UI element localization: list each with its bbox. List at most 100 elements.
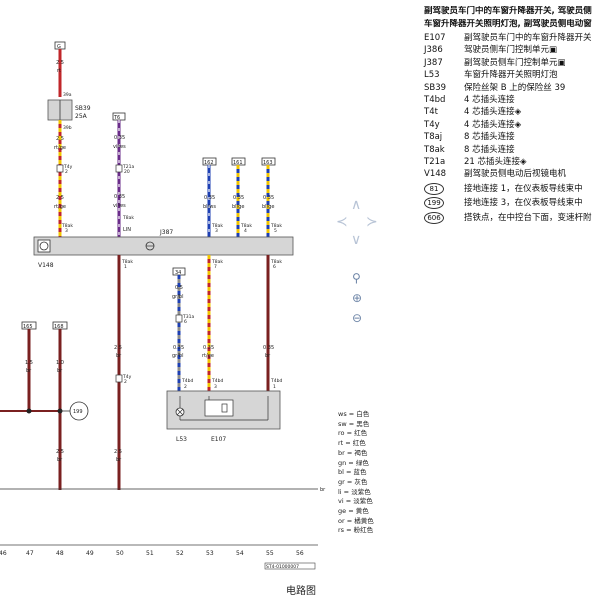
legend-code: SB39 <box>424 82 447 93</box>
ref-34-label: 34 <box>175 270 181 276</box>
ref-161-label: 161 <box>233 160 243 166</box>
conn-t4y-below-label: T4y <box>122 374 132 380</box>
legend-heading-1: 副驾驶员车门中的车窗升降器开关, 驾驶员侧 <box>424 6 592 16</box>
zoom-out-icon[interactable]: ⊖ <box>352 311 363 325</box>
ruler-46: 46 <box>0 550 7 557</box>
conn-t4y-below-pin: 2 <box>124 379 127 385</box>
pan-right-icon[interactable]: ≻ <box>366 214 378 230</box>
pan-up-icon[interactable]: ∧ <box>351 197 362 213</box>
conn-t4y-pin: 2 <box>65 169 68 175</box>
conn-t21a-pin: 20 <box>124 169 130 175</box>
pan-left-icon[interactable]: ≺ <box>336 214 348 230</box>
fuse-pin-in: 39a <box>63 92 72 98</box>
color-item: ws = 白色 <box>338 410 370 418</box>
legend-desc: 车窗升降器开关照明灯泡 <box>464 70 558 81</box>
legend-desc: 21 芯插头连接 <box>464 157 521 168</box>
conn-t21a-symbol <box>115 164 123 173</box>
legend-item[interactable]: J386 驾驶员侧车门控制单元▣ <box>424 44 602 56</box>
color-item: gn = 绿色 <box>338 458 369 467</box>
control-unit-j387 <box>33 236 294 256</box>
v148-label: V148 <box>38 262 54 269</box>
wire-4-color: bl/ge <box>232 204 245 210</box>
fuse-name: SB39 <box>75 105 91 112</box>
wire-12-size: 0.35 <box>203 345 214 351</box>
legend-desc: 副驾驶员车门中的车窗升降器开关 <box>464 33 592 43</box>
zoom-fit-icon[interactable]: ⚲ <box>352 271 361 285</box>
ruler-48: 48 <box>56 550 64 557</box>
switch-e107-resistor <box>221 403 228 413</box>
color-item: li = 淡紫色 <box>338 487 371 496</box>
color-item: rs = 粉红色 <box>338 526 374 535</box>
conn-t4bd-pin-2: 3 <box>214 384 217 390</box>
ruler-53: 53 <box>206 550 214 557</box>
wire-3-color: bl/ws <box>203 204 216 210</box>
conn-t8ak-pin-3: 3 <box>215 228 218 234</box>
conn-t4y-label: T4y <box>63 164 73 170</box>
connector-icon[interactable]: ◈ <box>514 119 522 130</box>
legend-code: T4t <box>424 107 438 118</box>
wire-5-size: 0.35 <box>263 195 274 201</box>
conn-t8ak-below-1: T8ak <box>121 259 133 265</box>
legend-code: L53 <box>424 70 440 81</box>
doc-id: ST4-01000007 <box>266 564 299 570</box>
ref-165-label: 165 <box>23 324 33 330</box>
conn-t4y-below-symbol <box>115 374 123 383</box>
ruler-55: 55 <box>266 550 274 557</box>
legend-item[interactable]: L53 车窗升降器开关照明灯泡 <box>424 69 602 81</box>
conn-t8ak-below-2: T8ak <box>211 259 223 265</box>
conn-t8ak-below-pin-1: 1 <box>124 264 127 270</box>
j387-label: J387 <box>159 229 173 236</box>
wire-2b-size: 0.35 <box>114 194 125 200</box>
camera-icon[interactable]: ▣ <box>549 45 558 56</box>
ground-199-label: 199 <box>73 409 83 415</box>
conn-t4bd-label-3: T4bd <box>270 378 282 384</box>
ref-163-label: 163 <box>263 160 273 166</box>
pan-down-icon[interactable]: ∨ <box>351 232 362 248</box>
ruler-50: 50 <box>116 550 124 557</box>
legend-code: J386 <box>424 45 443 56</box>
conn-t4bd-pin-1: 2 <box>184 384 187 390</box>
conn-t8ak-below-pin-3: 6 <box>273 264 276 270</box>
color-legend: ws = 白色 sw = 黑色 ro = 红色 rt = 红色 br = 褐色 … <box>338 410 374 536</box>
wire-8-size: 2.5 <box>114 345 122 351</box>
ruler-56: 56 <box>296 550 304 557</box>
wire-13-size: 0.35 <box>263 345 274 351</box>
zoom-in-icon[interactable]: ⊕ <box>352 291 363 305</box>
wire-1b-size: 2.5 <box>56 136 64 142</box>
component-legend: 副驾驶员车门中的车窗升降器开关, 驾驶员侧 车窗升降器开关照明灯泡, 副驾驶员侧… <box>424 6 602 224</box>
color-item: bl = 蓝色 <box>338 468 367 477</box>
wire-5-color: bl/ge <box>262 204 275 210</box>
wire-10-size: 0.5 <box>175 285 183 291</box>
wire-11-color: gr/bl <box>172 353 183 359</box>
conn-t4bd-label-1: T4bd <box>181 378 193 384</box>
legend-code: T8aj <box>424 132 443 143</box>
camera-icon[interactable]: ▣ <box>557 57 566 68</box>
connector-icon[interactable]: ◈ <box>520 157 527 168</box>
wire-9-size: 2.5 <box>114 449 122 455</box>
conn-t8ak-label-2: T8ak <box>122 215 134 221</box>
ref-162-label: 162 <box>204 160 214 166</box>
color-item: or = 橘黄色 <box>338 516 374 525</box>
legend-code: T4y <box>424 119 440 130</box>
ground-bus-label: br <box>320 487 326 493</box>
ground-ref-circle: 199 <box>424 197 444 210</box>
legend-desc: 驾驶员侧车门控制单元 <box>464 45 550 56</box>
conn-t8ak-label-4: T8ak <box>240 223 252 229</box>
l53-label: L53 <box>176 436 187 443</box>
wire-9-color: br <box>116 457 122 463</box>
connector-icon[interactable]: ◈ <box>514 107 522 118</box>
wire-13-color: br <box>265 353 271 359</box>
